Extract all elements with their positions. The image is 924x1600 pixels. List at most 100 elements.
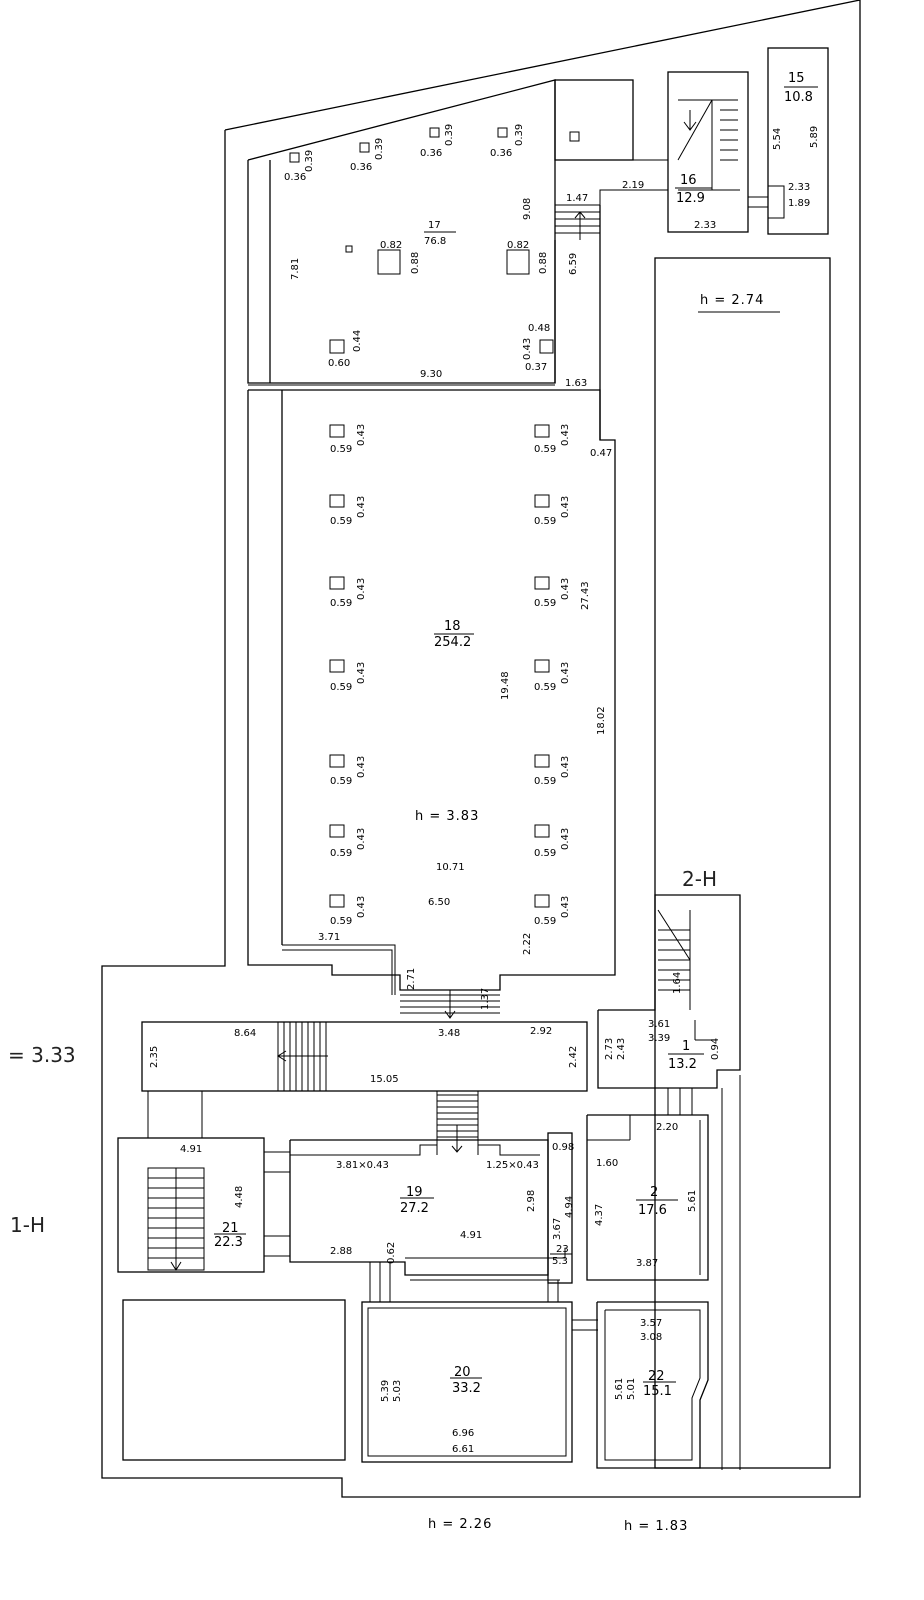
- svg-text:0.82: 0.82: [380, 240, 402, 251]
- room-19-label: 19 27.2: [400, 1185, 434, 1216]
- svg-text:19.48: 19.48: [500, 671, 511, 700]
- annex-column: [569, 131, 580, 142]
- svg-text:4.48: 4.48: [234, 1186, 245, 1208]
- room-23-label: 23 5.3: [550, 1244, 572, 1267]
- room-1-label: 1 13.2: [668, 1039, 704, 1072]
- svg-text:2.98: 2.98: [526, 1190, 537, 1212]
- svg-text:3.61: 3.61: [648, 1019, 670, 1030]
- svg-text:0.59: 0.59: [330, 444, 352, 455]
- svg-text:15.1: 15.1: [643, 1384, 672, 1399]
- svg-text:3.48: 3.48: [438, 1028, 460, 1039]
- svg-text:0.59: 0.59: [534, 682, 556, 693]
- room-16-label: 16 12.9: [675, 173, 712, 206]
- svg-text:33.2: 33.2: [452, 1381, 481, 1396]
- svg-text:4.94: 4.94: [564, 1196, 575, 1218]
- stair-corridor: [277, 1022, 328, 1091]
- svg-text:1.25×0.43: 1.25×0.43: [486, 1160, 539, 1171]
- svg-text:8.64: 8.64: [234, 1028, 256, 1039]
- svg-text:2.43: 2.43: [616, 1038, 627, 1060]
- svg-text:0.39: 0.39: [304, 150, 315, 172]
- svg-text:15: 15: [788, 71, 805, 86]
- svg-text:0.94: 0.94: [710, 1038, 721, 1060]
- svg-text:0.62: 0.62: [386, 1242, 397, 1264]
- svg-text:0.36: 0.36: [420, 148, 442, 159]
- room-21-label: 21 22.3: [214, 1221, 246, 1250]
- svg-text:0.43: 0.43: [560, 578, 571, 600]
- svg-text:0.59: 0.59: [534, 916, 556, 927]
- svg-text:6.50: 6.50: [428, 897, 450, 908]
- svg-text:6.96: 6.96: [452, 1428, 474, 1439]
- svg-text:9.30: 9.30: [420, 369, 442, 380]
- svg-text:0.36: 0.36: [350, 162, 372, 173]
- svg-text:2.20: 2.20: [656, 1122, 678, 1133]
- svg-text:0.43: 0.43: [356, 828, 367, 850]
- svg-text:4.37: 4.37: [594, 1204, 605, 1226]
- hall-column-dims: 0.59 0.43 0.59 0.43 0.59 0.43 0.59 0.43 0.59…: [330, 424, 571, 927]
- room-23-wall: [547, 1132, 573, 1284]
- room-1-wall: [597, 894, 741, 1089]
- svg-text:1.64: 1.64: [672, 972, 683, 994]
- room-15-wall: [767, 47, 829, 235]
- svg-text:12.9: 12.9: [676, 191, 705, 206]
- svg-text:0.48: 0.48: [528, 323, 550, 334]
- svg-text:0.39: 0.39: [374, 138, 385, 160]
- svg-text:20: 20: [454, 1365, 471, 1380]
- svg-text:3.81×0.43: 3.81×0.43: [336, 1160, 389, 1171]
- svg-text:0.43: 0.43: [560, 424, 571, 446]
- svg-text:0.59: 0.59: [534, 516, 556, 527]
- stair-2H: [657, 909, 691, 1010]
- svg-text:0.43: 0.43: [560, 662, 571, 684]
- svg-text:0.59: 0.59: [330, 516, 352, 527]
- svg-text:2.73: 2.73: [604, 1038, 615, 1060]
- svg-text:3.67: 3.67: [552, 1218, 563, 1240]
- svg-text:18.02: 18.02: [596, 706, 607, 735]
- corridor-wall: [141, 1021, 588, 1092]
- svg-text:5.01: 5.01: [626, 1378, 637, 1400]
- svg-text:2.71: 2.71: [406, 968, 417, 990]
- svg-text:0.36: 0.36: [490, 148, 512, 159]
- room-18-label: 18 254.2: [434, 619, 474, 650]
- svg-text:3.87: 3.87: [636, 1258, 658, 1269]
- svg-text:15.05: 15.05: [370, 1074, 399, 1085]
- svg-text:2.35: 2.35: [149, 1046, 160, 1068]
- svg-text:5.03: 5.03: [392, 1380, 403, 1402]
- svg-text:0.98: 0.98: [552, 1142, 574, 1153]
- svg-text:27.43: 27.43: [580, 581, 591, 610]
- svg-text:3.71: 3.71: [318, 932, 340, 943]
- svg-text:3.57: 3.57: [640, 1318, 662, 1329]
- svg-text:0.43: 0.43: [522, 338, 533, 360]
- svg-text:17.6: 17.6: [638, 1203, 667, 1218]
- svg-text:1: 1: [682, 1039, 690, 1054]
- svg-text:0.43: 0.43: [356, 662, 367, 684]
- left-height-label: = 3.33: [8, 1043, 76, 1067]
- svg-text:0.88: 0.88: [538, 252, 549, 274]
- room-15-label: 15 10.8: [784, 71, 818, 105]
- svg-text:1.37: 1.37: [480, 988, 491, 1010]
- svg-text:0.43: 0.43: [356, 424, 367, 446]
- svg-text:16: 16: [680, 173, 697, 188]
- room-22-wall: [596, 1301, 709, 1469]
- svg-text:1.63: 1.63: [565, 378, 587, 389]
- svg-text:10.71: 10.71: [436, 862, 465, 873]
- svg-text:5.54: 5.54: [772, 128, 783, 150]
- svg-text:6.59: 6.59: [568, 253, 579, 275]
- svg-text:254.2: 254.2: [434, 635, 471, 650]
- svg-text:5.61: 5.61: [687, 1190, 698, 1212]
- svg-text:4.91: 4.91: [460, 1230, 482, 1241]
- svg-text:5.89: 5.89: [809, 126, 820, 148]
- svg-text:0.59: 0.59: [534, 598, 556, 609]
- svg-text:0.60: 0.60: [328, 358, 350, 369]
- svg-text:18: 18: [444, 619, 461, 634]
- svg-text:9.08: 9.08: [522, 198, 533, 220]
- svg-text:0.88: 0.88: [410, 252, 421, 274]
- svg-text:10.8: 10.8: [784, 90, 813, 105]
- svg-text:0.59: 0.59: [330, 916, 352, 927]
- height-bottom-1: h = 2.26: [428, 1517, 492, 1532]
- svg-text:1.47: 1.47: [566, 193, 588, 204]
- svg-text:17: 17: [428, 220, 441, 231]
- svg-text:0.47: 0.47: [590, 448, 612, 459]
- svg-text:0.59: 0.59: [534, 444, 556, 455]
- stair-16: [677, 99, 740, 191]
- svg-text:0.43: 0.43: [560, 496, 571, 518]
- svg-text:0.59: 0.59: [330, 598, 352, 609]
